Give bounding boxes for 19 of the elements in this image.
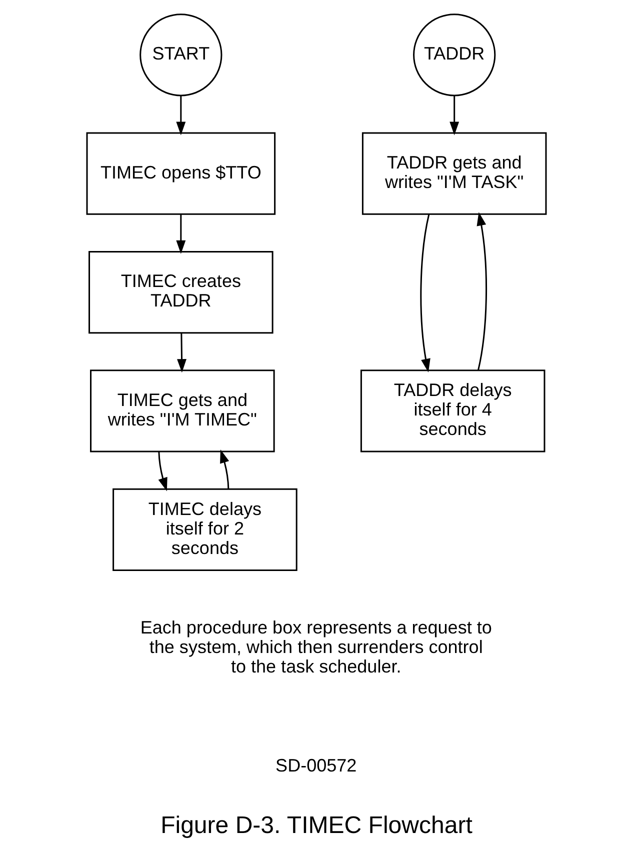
node-box: TIMEC delays itself for 2 seconds (112, 488, 297, 571)
label: SD-00572 (275, 756, 356, 776)
caption: Figure D-3. TIMEC Flowchart (160, 812, 472, 839)
arrow (449, 96, 459, 136)
node-box: TIMEC creates TADDR (88, 250, 273, 334)
arrow (176, 96, 186, 136)
node-circle: START (139, 14, 222, 96)
arrow (220, 449, 229, 490)
arrow (176, 332, 186, 373)
node-box: TIMEC opens $TTO (86, 132, 276, 215)
arrow (158, 452, 167, 492)
arrow (176, 214, 186, 254)
node-box: TADDR delays itself for 4 seconds (360, 370, 545, 452)
arrow (476, 212, 487, 370)
label: Each procedure box represents a request to the system, which then surrenders control to the task scheduler. (140, 617, 492, 677)
arrow (420, 214, 430, 372)
node-box: TADDR gets and writes "I'M TASK" (361, 132, 546, 215)
node-box: TIMEC gets and writes "I'M TIMEC" (90, 370, 274, 452)
node-circle: TADDR (412, 14, 496, 96)
